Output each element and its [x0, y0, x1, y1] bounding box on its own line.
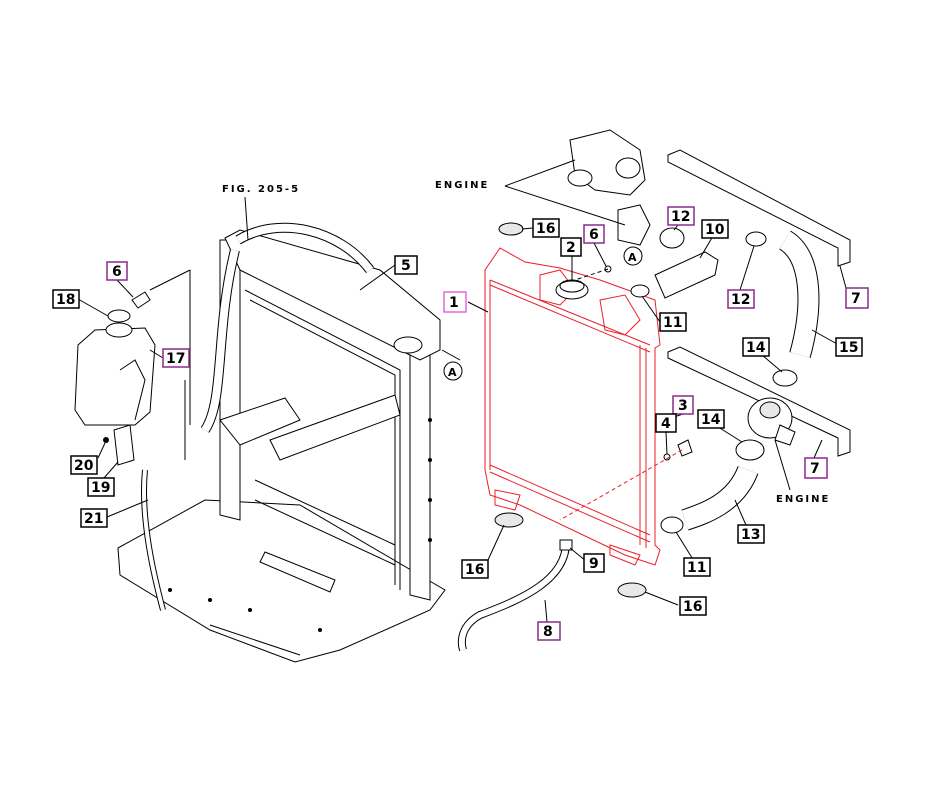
callout-15: 15: [835, 337, 863, 357]
svg-text:14: 14: [701, 412, 721, 428]
callout-1: 1: [443, 291, 467, 313]
svg-text:3: 3: [678, 398, 688, 414]
figure-reference-text: FIG. 205-5: [222, 184, 300, 195]
svg-text:20: 20: [74, 458, 94, 474]
reference-circle-a-left: A: [441, 349, 463, 381]
svg-text:18: 18: [56, 292, 75, 308]
svg-text:16: 16: [465, 562, 484, 578]
reservoir-tank: [74, 269, 191, 611]
callout-20: 20: [70, 455, 98, 475]
callout-4: 4: [655, 413, 677, 433]
callout-2: 2: [560, 237, 582, 257]
svg-text:11: 11: [687, 560, 706, 576]
svg-text:6: 6: [112, 264, 122, 280]
engine-label-bottom: ENGINE: [776, 494, 830, 505]
svg-text:8: 8: [543, 624, 553, 640]
engine-water-pump: [747, 397, 796, 446]
callout-19: 19: [87, 477, 115, 497]
callout-18: 18: [52, 289, 80, 309]
svg-text:5: 5: [401, 258, 411, 274]
callout-16-bottom-left: 16: [461, 559, 489, 579]
svg-text:6: 6: [589, 227, 599, 243]
callout-5: 5: [394, 255, 418, 275]
svg-text:17: 17: [166, 351, 185, 367]
reference-circle-a-right: A: [623, 246, 643, 266]
engine-thermostat-housing: [567, 129, 651, 246]
callout-10: 10: [701, 219, 729, 239]
mount-pad-bottom-left: [494, 512, 524, 528]
svg-text:13: 13: [741, 527, 760, 543]
callout-7-bottom: 7: [804, 457, 828, 479]
svg-text:12: 12: [731, 292, 750, 308]
svg-text:21: 21: [84, 511, 103, 527]
callout-16-bottom-right: 16: [679, 596, 707, 616]
svg-text:9: 9: [589, 556, 599, 572]
svg-text:7: 7: [851, 291, 861, 307]
callout-7-top: 7: [845, 287, 869, 309]
svg-text:16: 16: [536, 221, 555, 237]
svg-text:10: 10: [705, 222, 725, 238]
callout-12-bottom: 12: [727, 289, 755, 309]
mount-pad-bottom-right: [617, 582, 647, 598]
svg-text:16: 16: [683, 599, 702, 615]
svg-text:A: A: [448, 366, 457, 379]
callout-11-top: 11: [659, 312, 687, 332]
svg-text:2: 2: [566, 240, 576, 256]
svg-text:12: 12: [671, 209, 690, 225]
callout-14-bottom: 14: [697, 409, 725, 429]
callout-21: 21: [80, 508, 108, 528]
callout-8: 8: [537, 621, 561, 641]
callout-6-right: 6: [583, 224, 605, 244]
callout-16-top: 16: [532, 218, 560, 238]
svg-text:4: 4: [661, 416, 671, 432]
radiator-core: [484, 247, 661, 566]
callout-11-bottom: 11: [683, 557, 711, 577]
svg-text:11: 11: [663, 315, 682, 331]
callout-17: 17: [162, 348, 190, 368]
callout-13: 13: [737, 524, 765, 544]
mount-pad-top: [498, 222, 524, 236]
svg-text:14: 14: [746, 340, 766, 356]
engine-label-top: ENGINE: [435, 180, 489, 191]
callout-12-top: 12: [667, 206, 695, 226]
svg-text:15: 15: [839, 340, 858, 356]
svg-text:1: 1: [449, 295, 459, 311]
svg-text:A: A: [628, 251, 637, 264]
radiator-frame-assembly: [117, 222, 446, 663]
callout-6-left: 6: [106, 261, 128, 281]
svg-text:19: 19: [91, 480, 110, 496]
callout-9: 9: [583, 553, 605, 573]
svg-text:7: 7: [810, 461, 820, 477]
callout-3: 3: [672, 395, 694, 415]
callout-14-top: 14: [742, 337, 770, 357]
